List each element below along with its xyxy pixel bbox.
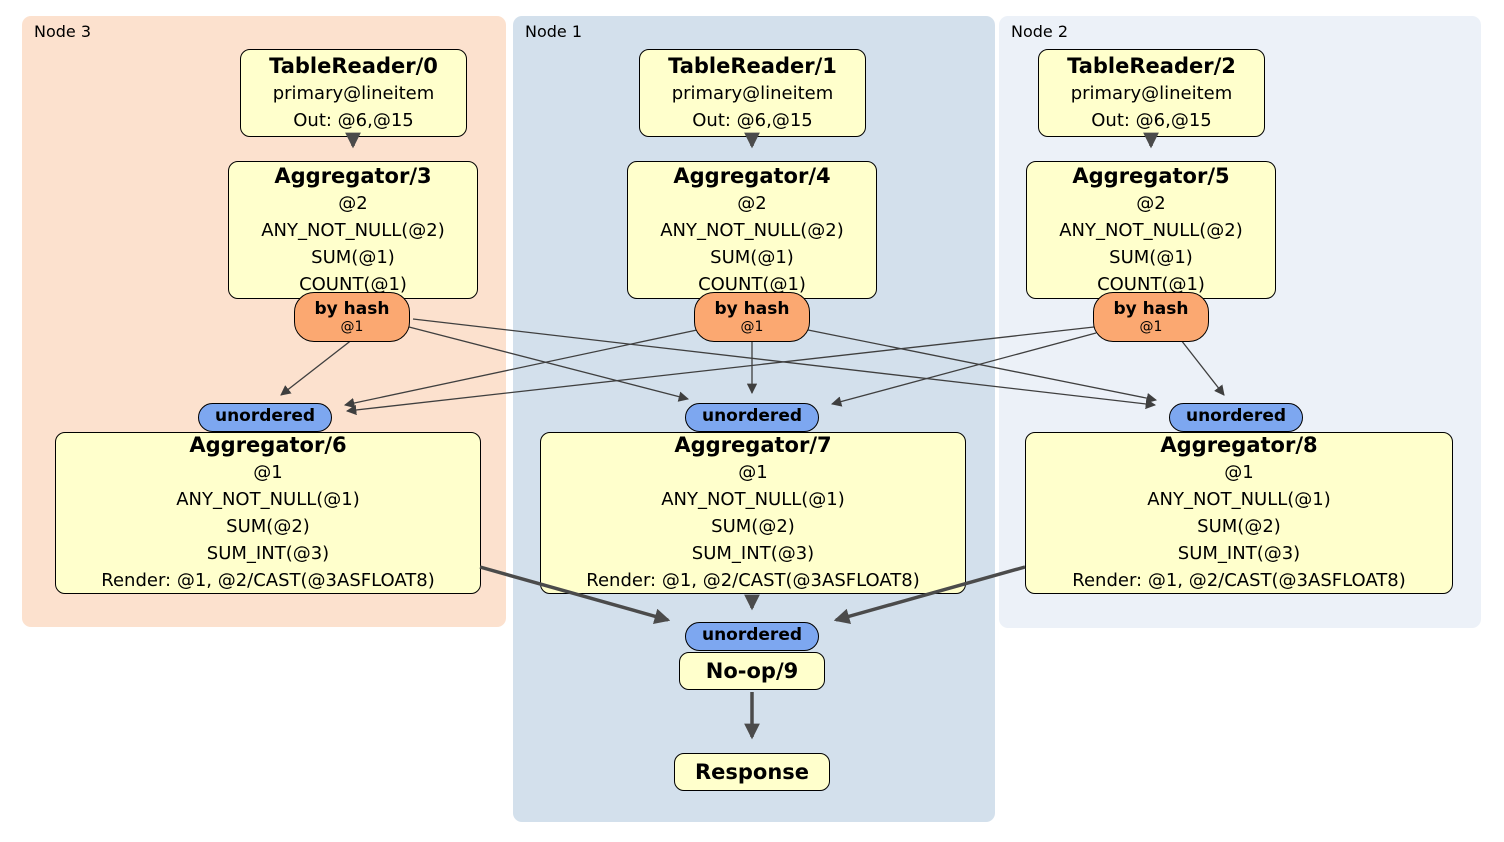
processor-detail: Render: @1, @2/CAST(@3ASFLOAT8) (101, 570, 435, 591)
processor-detail: ANY_NOT_NULL(@2) (261, 219, 445, 241)
processor-aggregator-6: Aggregator/6 @1 ANY_NOT_NULL(@1) SUM(@2)… (55, 432, 481, 594)
router-label: by hash (714, 299, 790, 319)
sync-unordered-3: unordered (1169, 403, 1303, 432)
processor-detail: SUM_INT(@3) (691, 543, 815, 564)
router-label: by hash (314, 299, 390, 319)
processor-detail: primary@lineitem (671, 82, 834, 104)
processor-detail: @1 (1224, 462, 1254, 483)
processor-detail: Out: @6,@15 (1091, 109, 1212, 131)
processor-detail: SUM_INT(@3) (1177, 543, 1301, 564)
processor-detail: Render: @1, @2/CAST(@3ASFLOAT8) (1072, 570, 1406, 591)
processor-detail: @2 (1136, 192, 1166, 214)
processor-title: Aggregator/8 (1160, 433, 1318, 457)
processor-detail: ANY_NOT_NULL(@2) (1059, 219, 1243, 241)
processor-title: Aggregator/6 (189, 433, 347, 457)
sync-unordered-2: unordered (685, 403, 819, 432)
processor-detail: COUNT(@1) (1097, 273, 1205, 295)
processor-tablereader-0: TableReader/0 primary@lineitem Out: @6,@… (240, 49, 467, 137)
router-detail: @1 (1139, 319, 1163, 335)
processor-detail: ANY_NOT_NULL(@1) (1147, 489, 1331, 510)
processor-response: Response (674, 753, 830, 791)
router-by-hash-2: by hash @1 (694, 292, 810, 342)
processor-detail: @1 (253, 462, 283, 483)
processor-title: Aggregator/4 (673, 163, 831, 188)
processor-tablereader-2: TableReader/2 primary@lineitem Out: @6,@… (1038, 49, 1265, 137)
router-detail: @1 (340, 319, 364, 335)
processor-detail: SUM(@1) (710, 246, 794, 268)
processor-detail: SUM_INT(@3) (206, 543, 330, 564)
router-by-hash-3: by hash @1 (1093, 292, 1209, 342)
node3-label: Node 3 (34, 22, 92, 41)
processor-title: Aggregator/3 (274, 163, 432, 188)
processor-detail: Out: @6,@15 (293, 109, 414, 131)
processor-aggregator-3: Aggregator/3 @2 ANY_NOT_NULL(@2) SUM(@1)… (228, 161, 478, 299)
processor-detail: ANY_NOT_NULL(@2) (660, 219, 844, 241)
processor-aggregator-5: Aggregator/5 @2 ANY_NOT_NULL(@2) SUM(@1)… (1026, 161, 1276, 299)
router-detail: @1 (740, 319, 764, 335)
processor-title: Aggregator/7 (674, 433, 832, 457)
processor-title: Aggregator/5 (1072, 163, 1230, 188)
processor-detail: SUM(@2) (226, 516, 310, 537)
router-label: by hash (1113, 299, 1189, 319)
processor-detail: @2 (338, 192, 368, 214)
processor-detail: SUM(@1) (311, 246, 395, 268)
processor-detail: COUNT(@1) (698, 273, 806, 295)
processor-detail: SUM(@2) (1197, 516, 1281, 537)
processor-noop-9: No-op/9 (679, 652, 825, 690)
processor-tablereader-1: TableReader/1 primary@lineitem Out: @6,@… (639, 49, 866, 137)
router-by-hash-1: by hash @1 (294, 292, 410, 342)
node1-label: Node 1 (525, 22, 583, 41)
processor-detail: ANY_NOT_NULL(@1) (176, 489, 360, 510)
processor-detail: @1 (738, 462, 768, 483)
sync-unordered-1: unordered (198, 403, 332, 432)
processor-aggregator-4: Aggregator/4 @2 ANY_NOT_NULL(@2) SUM(@1)… (627, 161, 877, 299)
processor-title: TableReader/1 (668, 53, 837, 78)
processor-detail: primary@lineitem (272, 82, 435, 104)
processor-detail: COUNT(@1) (299, 273, 407, 295)
processor-detail: ANY_NOT_NULL(@1) (661, 489, 845, 510)
processor-detail: Out: @6,@15 (692, 109, 813, 131)
processor-title: Response (694, 759, 810, 784)
processor-detail: SUM(@2) (711, 516, 795, 537)
processor-detail: Render: @1, @2/CAST(@3ASFLOAT8) (586, 570, 920, 591)
node2-label: Node 2 (1011, 22, 1069, 41)
processor-aggregator-7: Aggregator/7 @1 ANY_NOT_NULL(@1) SUM(@2)… (540, 432, 966, 594)
processor-detail: SUM(@1) (1109, 246, 1193, 268)
sync-unordered-final: unordered (685, 622, 819, 651)
processor-detail: primary@lineitem (1070, 82, 1233, 104)
processor-aggregator-8: Aggregator/8 @1 ANY_NOT_NULL(@1) SUM(@2)… (1025, 432, 1453, 594)
processor-title: TableReader/0 (269, 53, 438, 78)
processor-title: No-op/9 (705, 658, 799, 683)
processor-detail: @2 (737, 192, 767, 214)
processor-title: TableReader/2 (1067, 53, 1236, 78)
